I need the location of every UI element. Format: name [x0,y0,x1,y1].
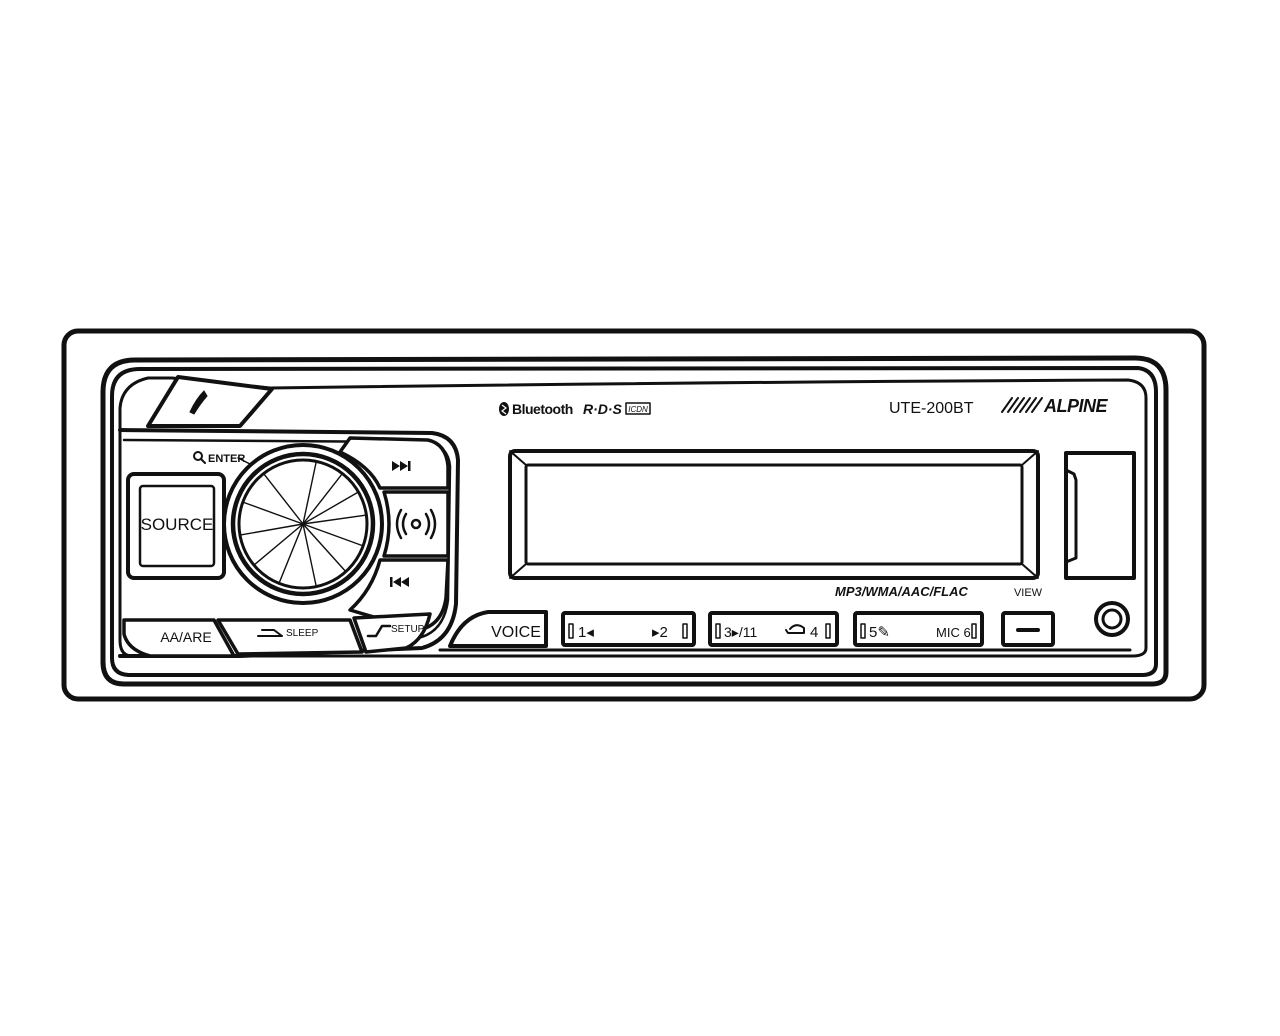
knob-spokes [239,461,367,587]
setup-button[interactable] [352,612,432,654]
knob-spoke [302,523,317,587]
sleep-icon [257,629,283,637]
phone-button[interactable] [146,375,274,428]
repeat-icon [785,624,805,634]
preset-1-right-label: ▸2 [652,624,668,641]
aux-jack[interactable] [1094,601,1130,637]
faceplate-panel [118,376,1148,658]
knob-spoke [278,523,304,584]
phone-icon [189,390,208,415]
preset-button-3[interactable]: 5✎ MIC 6 [853,611,984,647]
control-cluster [118,428,460,658]
rds-label: R·D·S [583,401,623,417]
knob-spoke [253,523,304,566]
rds-badge: ICDN [628,405,648,414]
model-label: UTE-200BT [889,400,974,417]
preset-1-left-label: 1◂ [578,624,594,641]
preset-3-left-label: 5✎ [869,624,890,641]
search-icon [193,451,203,461]
knob-spoke [302,514,367,525]
source-label: SOURCE [141,515,214,534]
brand-logo: ALPINE [1043,396,1109,416]
preset-2-left-label: 3▸/11 [724,624,757,640]
release-button[interactable] [1064,451,1136,580]
setup-label: SETUP [391,624,425,635]
enter-label: ENTER [208,453,245,465]
display-screen [524,463,1024,566]
sleep-button[interactable] [216,618,364,656]
bluetooth-label: Bluetooth [512,401,573,417]
faceplate-inner [110,366,1158,677]
voice-label: VOICE [491,624,541,641]
preset-3-right-label: MIC 6 [936,625,971,640]
knob-spoke [302,491,359,525]
outer-frame [61,328,1207,702]
volume-knob-ring [230,451,376,597]
voice-button[interactable] [448,610,548,648]
formats-label: MP3/WMA/AAC/FLAC [835,584,968,599]
knob-spoke [302,523,364,547]
aux-jack-inner [1101,608,1123,630]
skip-next-icon [392,461,411,471]
preset-button-1[interactable]: 1◂ ▸2 [561,611,696,647]
audio-button[interactable] [382,490,450,558]
knob-spoke [239,523,304,536]
release-button-inner [1064,468,1078,564]
aa-button[interactable] [122,618,236,658]
knob-spoke [263,473,304,525]
faceplate-outer [100,355,1169,687]
volume-knob-face [237,458,369,590]
preset-2-right-label: 4 [810,624,818,641]
display-bezel [508,449,1040,580]
view-label: VIEW [1014,587,1043,599]
sound-waves-icon [395,508,437,540]
rds-badge-box [625,402,651,415]
sleep-label: SLEEP [286,628,319,639]
knob-spoke [242,501,304,525]
knob-spoke [302,473,343,525]
preset-button-2[interactable]: 3▸/11 4 [708,611,839,647]
display-bevel [509,450,1039,579]
brand-stripes [1001,397,1043,413]
bluetooth-icon [499,402,509,416]
source-button-inner [138,484,216,568]
knob-spoke [302,461,317,525]
aa-label: AA/ARE [160,629,211,645]
setup-icon [366,624,392,638]
knob-spoke [302,523,347,573]
skip-previous-icon [390,577,409,587]
